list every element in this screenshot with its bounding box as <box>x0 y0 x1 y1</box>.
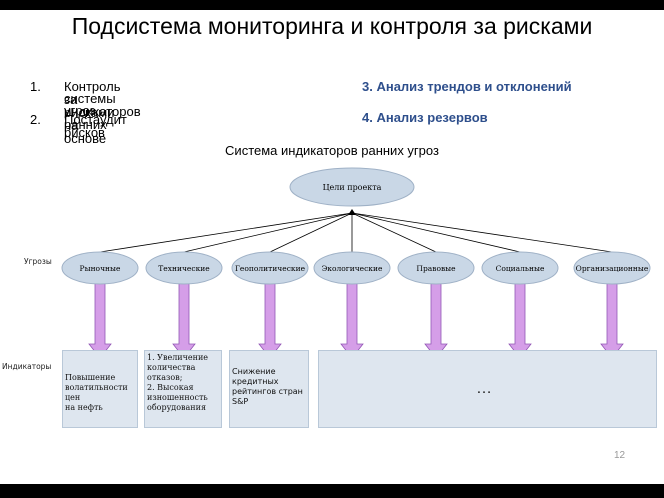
diagram-canvas: Цели проекта Рыночные Технические Геополит… <box>61 167 651 359</box>
indicator-line: кредитных <box>232 377 279 386</box>
connector-line <box>269 212 353 253</box>
threat-node <box>313 251 391 285</box>
threat-node-label: Социальные <box>496 264 545 273</box>
connector-line <box>351 212 521 253</box>
threat-node <box>61 251 139 285</box>
indicator-line: 2. Высокая <box>147 383 194 392</box>
indicator-line: рейтингов стран <box>232 387 303 396</box>
list-item-3: 3. Анализ трендов и отклонений <box>362 79 572 94</box>
down-arrow <box>340 281 364 359</box>
slide-title: Подсистема мониторинга и контроля за рис… <box>71 13 593 39</box>
connector-line <box>351 212 613 253</box>
indicator-line: 1. Увеличение <box>147 353 209 362</box>
indicator-line: изношенность <box>147 393 208 402</box>
list-text-line: системы индикаторов ранних <box>64 91 141 132</box>
list-item-4: 4. Анализ резервов <box>362 110 488 125</box>
indicator-box-market: Повышение волатильности цен на нефть <box>62 350 138 428</box>
list-number: 2. <box>30 112 41 127</box>
indicator-box-technical: 1. Увеличение количества отказов; 2. Выс… <box>144 350 222 428</box>
indicator-line: Снижение <box>232 367 276 376</box>
down-arrows <box>88 281 624 359</box>
root-node <box>289 167 415 207</box>
threat-node-label: Правовые <box>416 264 456 273</box>
connector-line <box>183 212 353 253</box>
down-arrow <box>258 281 282 359</box>
down-arrow <box>600 281 624 359</box>
connectors <box>99 209 613 322</box>
threat-nodes: Рыночные Технические Геополитические Эколог… <box>61 251 651 285</box>
threat-node <box>397 251 475 285</box>
threat-node-label: Рыночные <box>80 264 121 273</box>
indicator-line: отказов; <box>147 373 183 382</box>
threats-row-label: Угрозы <box>24 257 52 266</box>
slide: Подсистема мониторинга и контроля за рис… <box>0 10 664 484</box>
indicator-line: S&P <box>232 397 249 406</box>
down-arrow <box>88 281 112 359</box>
threat-node-label: Экологические <box>322 264 383 273</box>
threat-node-label: Организационные <box>576 264 649 273</box>
ellipsis: … <box>476 380 493 397</box>
threat-node <box>145 251 223 285</box>
indicator-line: Повышение <box>65 373 116 382</box>
diagram-title: Система индикаторов ранних угроз <box>225 143 439 158</box>
threat-node-label: Технические <box>158 264 210 273</box>
root-arrowhead <box>348 209 356 215</box>
list-number: 1. <box>30 79 41 94</box>
indicator-line: количества <box>147 363 196 372</box>
page-number: 12 <box>614 450 626 461</box>
list-text-line: угроз <box>64 103 96 118</box>
down-arrow <box>424 281 448 359</box>
threat-node <box>231 251 309 285</box>
indicator-box-geopolitical: Снижение кредитных рейтингов стран S&P <box>229 350 309 428</box>
threat-node <box>481 251 559 285</box>
connector-line <box>351 212 437 253</box>
threat-node <box>573 251 651 285</box>
connector-line <box>99 212 353 253</box>
list-text-line: Постаудит рисков <box>64 112 127 140</box>
root-node-label: Цели проекта <box>323 183 382 192</box>
list-text-line: Контроль за рисками на основе <box>64 79 121 146</box>
indicator-line: волатильности цен <box>65 383 128 402</box>
indicators-row-label: Индикаторы <box>2 362 52 371</box>
threat-node-label: Геополитические <box>235 264 306 273</box>
down-arrow <box>508 281 532 359</box>
down-arrow <box>172 281 196 359</box>
indicator-line: оборудования <box>147 403 207 412</box>
indicator-box-others <box>318 350 657 428</box>
indicator-line: на нефть <box>65 403 103 412</box>
